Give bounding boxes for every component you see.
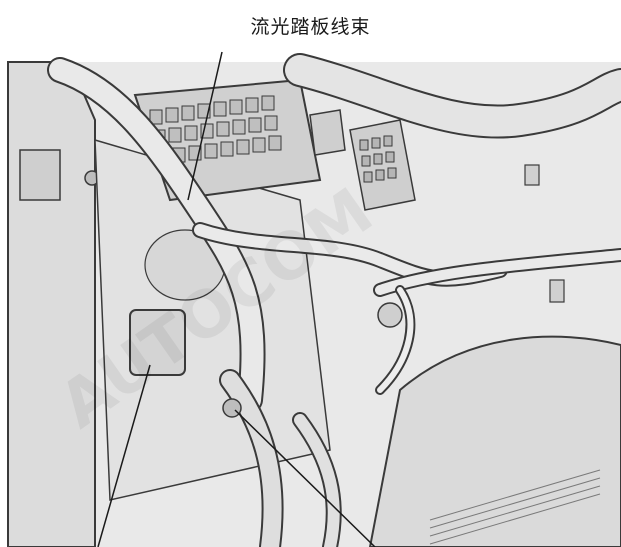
left-body-panel — [7, 61, 96, 547]
connector-small — [309, 109, 346, 156]
harness-clip-top — [524, 164, 540, 186]
bracket-tab — [129, 309, 186, 376]
leader-line-right — [234, 409, 376, 547]
leader-line-left — [97, 364, 151, 547]
leader-line-callout — [187, 51, 223, 201]
harness-clip-right — [549, 279, 565, 303]
connector-pins — [359, 135, 397, 183]
left-bracket — [19, 149, 61, 201]
ground-bolt — [222, 398, 242, 418]
callout-label: 流光踏板线束 — [250, 16, 371, 38]
fuse-grid — [149, 95, 282, 165]
housing-ribs — [429, 469, 601, 545]
wiring-harness — [47, 53, 621, 547]
grommet — [377, 302, 403, 328]
